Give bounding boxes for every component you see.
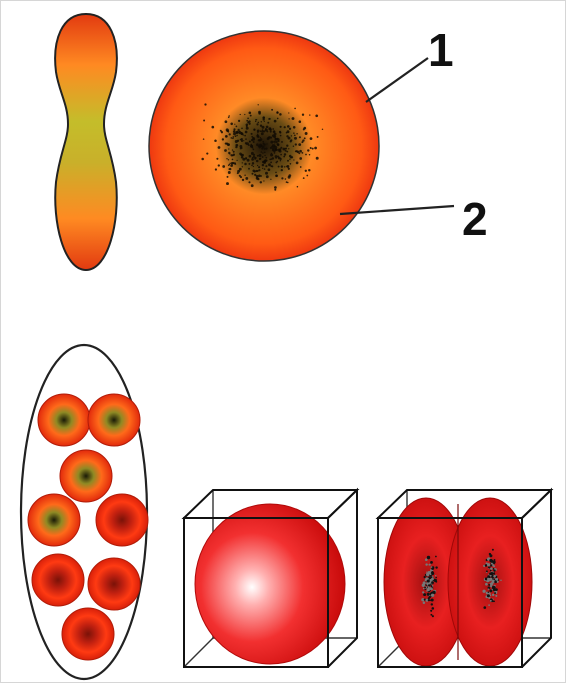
dumbbell-cell xyxy=(55,14,117,270)
callout-label-1: 1 xyxy=(428,24,454,76)
cube-sphere xyxy=(184,490,357,667)
cluster-cell xyxy=(62,608,114,660)
cluster-cell xyxy=(96,494,148,546)
cluster-cell xyxy=(60,450,112,502)
large-cell xyxy=(149,31,379,261)
callout-label-2: 2 xyxy=(462,193,488,245)
cluster-cell xyxy=(28,494,80,546)
cluster-cell xyxy=(32,554,84,606)
callout-line-1 xyxy=(366,58,428,102)
cluster-cell xyxy=(88,558,140,610)
cluster-cell xyxy=(88,394,140,446)
cluster-cell xyxy=(38,394,90,446)
cube-two-lobes xyxy=(378,490,551,667)
